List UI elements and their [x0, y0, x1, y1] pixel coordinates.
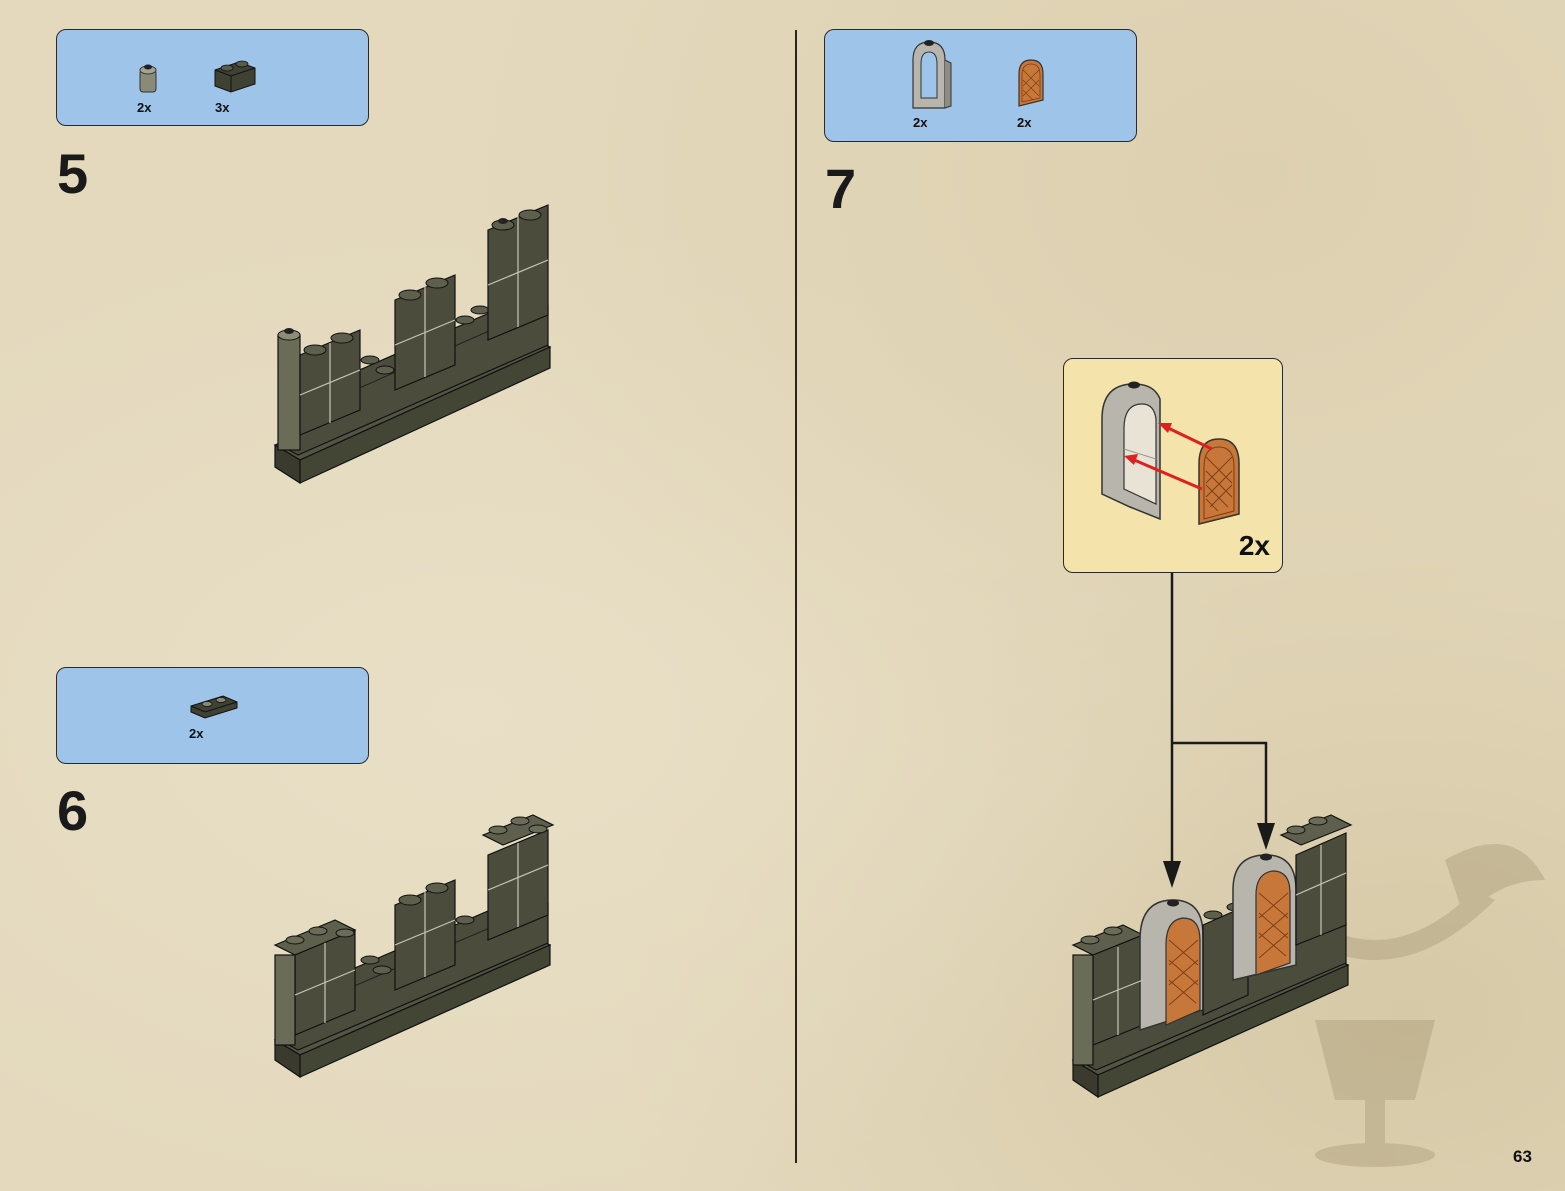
round-brick-1x1-icon: [133, 60, 163, 96]
step-7-part-1: 2x: [907, 38, 957, 138]
step-5-part-2: 3x: [209, 56, 259, 116]
plate-1x2-icon: [185, 690, 245, 722]
step-5-parts-callout: 2x 3x: [56, 29, 369, 126]
lattice-door-icon: [1013, 56, 1053, 108]
window-arch-frame-icon: [907, 38, 957, 110]
step-6-wall-model: [270, 815, 570, 1085]
step-7-part-2: 2x: [1013, 56, 1053, 136]
step-7-subassembly-callout: 2x: [1063, 358, 1283, 573]
window-door-assembly-illustration: [1094, 379, 1274, 529]
step-number: 7: [825, 161, 856, 217]
step-5-part-1: 2x: [133, 60, 163, 115]
step-number: 6: [57, 783, 88, 839]
step-number: 5: [57, 146, 88, 202]
page-number: 63: [1513, 1147, 1532, 1167]
step-6-part-1: 2x: [185, 690, 245, 750]
step-6-parts-callout: 2x: [56, 667, 369, 764]
subassembly-quantity: 2x: [1239, 530, 1270, 562]
brick-1x2-icon: [209, 56, 259, 96]
part-quantity: 2x: [137, 100, 151, 115]
part-quantity: 2x: [913, 115, 927, 130]
step-7-parts-callout: 2x 2x: [824, 29, 1137, 142]
step-7-wall-model: [1068, 815, 1368, 1105]
part-quantity: 2x: [189, 726, 203, 741]
part-quantity: 2x: [1017, 115, 1031, 130]
page-divider: [795, 30, 797, 1163]
part-quantity: 3x: [215, 100, 229, 115]
step-5-wall-model: [270, 205, 570, 495]
